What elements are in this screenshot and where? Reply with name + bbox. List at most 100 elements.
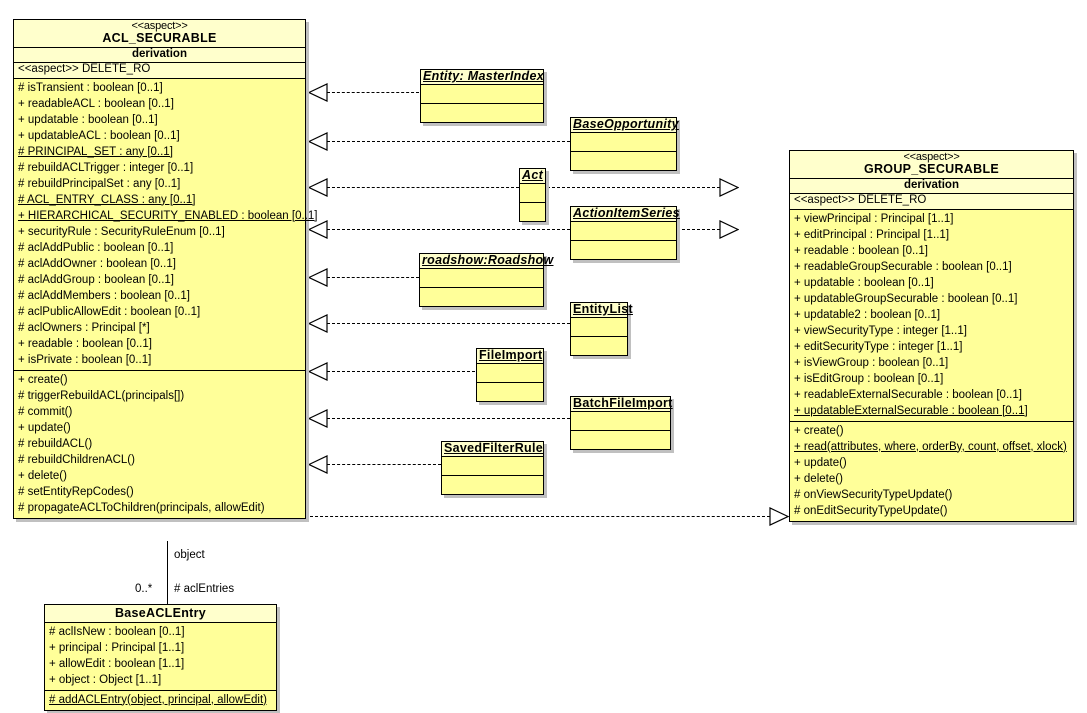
realization-line-act-left [327,187,519,188]
attribute-row: + isEditGroup : boolean [0..1] [794,372,944,385]
attribute-row: # ACL_ENTRY_CLASS : any [0..1] [18,193,196,206]
operations-compartment [520,201,545,221]
attribute-row: # aclPublicAllowEdit : boolean [0..1] [18,305,201,318]
attribute-row: # isTransient : boolean [0..1] [18,81,163,94]
class-batchfileimport[interactable]: BatchFileImport [570,396,672,450]
class-subline-delete-ro: <<aspect>> DELETE_RO [790,194,1073,210]
attributes-compartment-group-securable: + viewPrincipal : Principal [1..1] + edi… [790,209,1073,421]
realization-arrowhead-entity-masterindex [308,83,328,102]
association-role-aclentries: # aclEntries [174,583,235,595]
attributes-compartment [421,84,543,103]
operation-row: # onViewSecurityTypeUpdate() [794,488,953,501]
attribute-row: + isViewGroup : boolean [0..1] [794,356,949,369]
attribute-row: # aclAddGroup : boolean [0..1] [18,273,174,286]
class-subhead-derivation: derivation [14,47,305,63]
class-header-entity-masterindex: Entity: MasterIndex [421,69,545,85]
realization-arrowhead-savedfilterrule [308,455,328,474]
class-fileimport[interactable]: FileImport [476,348,544,402]
attribute-row: + readable : boolean [0..1] [794,244,928,257]
attribute-row: + readableGroupSecurable : boolean [0..1… [794,260,1012,273]
attributes-compartment [571,221,676,240]
class-base-acl-entry[interactable]: BaseACLEntry # aclIsNew : boolean [0..1]… [44,604,277,711]
attribute-row: + viewSecurityType : integer [1..1] [794,324,967,337]
class-title: ActionItemSeries [573,206,680,220]
class-header-fileimport: FileImport [477,349,543,364]
realization-line-fileimport [327,371,475,372]
attribute-row: # aclAddPublic : boolean [0..1] [18,241,174,254]
attribute-row: + updatableExternalSecurable : boolean [… [794,404,1028,417]
realization-arrowhead-baseopportunity [308,132,328,151]
operations-compartment-acl-securable: + create() # triggerRebuildACL(principal… [14,369,305,518]
operation-row: + create() [18,373,68,386]
class-header-base-acl-entry: BaseACLEntry [45,605,276,623]
class-entitylist[interactable]: EntityList [570,302,633,356]
attribute-row: + viewPrincipal : Principal [1..1] [794,212,954,225]
association-line-acl-to-aclentry [167,541,168,606]
attributes-compartment [571,132,676,151]
realization-line-act-right [547,187,720,188]
realization-arrowhead-group-actionitemseries [719,220,739,239]
operations-compartment-base-acl-entry: # addACLEntry(object, principal, allowEd… [45,689,276,710]
realization-arrowhead-actionitemseries [308,220,328,239]
class-title: GROUP_SECURABLE [863,162,1000,176]
operations-compartment [571,150,676,170]
attributes-compartment [571,411,670,430]
class-actionitemseries[interactable]: ActionItemSeries [570,206,680,260]
attribute-row: # rebuildACLTrigger : integer [0..1] [18,161,194,174]
realization-line-savedfilterrule [327,464,441,465]
operation-row: + create() [794,424,844,437]
operations-compartment [420,286,543,306]
class-baseopportunity[interactable]: BaseOpportunity [570,117,679,171]
class-title: BaseOpportunity [573,117,679,131]
attribute-row: + readableACL : boolean [0..1] [18,97,174,110]
class-acl-securable[interactable]: <<aspect>> ACL_SECURABLE derivation <<as… [13,19,317,519]
attributes-compartment [571,317,627,336]
class-header-group-securable: <<aspect>> GROUP_SECURABLE [790,151,1073,179]
class-title: Entity: MasterIndex [423,69,545,83]
realization-arrowhead-batchfileimport [308,409,328,428]
attribute-row: # aclIsNew : boolean [0..1] [49,625,185,638]
operation-row: + delete() [18,469,67,482]
operations-compartment [571,335,627,355]
class-savedfilterrule[interactable]: SavedFilterRule [441,441,544,495]
attribute-row: + principal : Principal [1..1] [49,641,185,654]
operations-compartment-group-securable: + create() + read(attributes, where, ord… [790,420,1073,521]
operation-row: + delete() [794,472,843,485]
class-title: FileImport [479,348,543,362]
class-title: Act [522,168,544,182]
realization-arrowhead-group-act [719,178,739,197]
attributes-compartment-acl-securable: # isTransient : boolean [0..1] + readabl… [14,78,317,370]
class-header-baseopportunity: BaseOpportunity [571,117,679,133]
attribute-row: # aclOwners : Principal [*] [18,321,150,334]
attribute-row: + updatableACL : boolean [0..1] [18,129,180,142]
attribute-row: + editSecurityType : integer [1..1] [794,340,963,353]
attribute-row: + isPrivate : boolean [0..1] [18,353,152,366]
dependency-line-acl-to-group [310,516,770,517]
operation-row: + update() [794,456,847,469]
operation-row: # rebuildACL() [18,437,93,450]
operations-compartment [421,102,543,122]
realization-line-actionitemseries-left [327,229,570,230]
attribute-row: # aclAddOwner : boolean [0..1] [18,257,176,270]
class-roadshow[interactable]: roadshow:Roadshow [419,253,553,307]
operation-row: # onEditSecurityTypeUpdate() [794,504,948,517]
class-group-securable[interactable]: <<aspect>> GROUP_SECURABLE derivation <<… [789,150,1074,522]
class-entity-masterindex[interactable]: Entity: MasterIndex [420,69,544,123]
class-header-act: Act [520,169,545,184]
class-title: SavedFilterRule [444,441,543,455]
attribute-row: + securityRule : SecurityRuleEnum [0..1] [18,225,225,238]
attribute-row: # aclAddMembers : boolean [0..1] [18,289,190,302]
realization-line-roadshow [327,277,419,278]
attribute-row: + allowEdit : boolean [1..1] [49,657,185,670]
operation-row: # setEntityRepCodes() [18,485,134,498]
attribute-row: + updatable2 : boolean [0..1] [794,308,941,321]
attribute-row: # PRINCIPAL_SET : any [0..1] [18,145,173,158]
attribute-row: + readableExternalSecurable : boolean [0… [794,388,1022,401]
class-act[interactable]: Act [519,168,546,222]
realization-line-baseopportunity [327,141,570,142]
class-header-batchfileimport: BatchFileImport [571,397,672,412]
class-subline-delete-ro: <<aspect>> DELETE_RO [14,63,305,79]
class-title: ACL_SECURABLE [102,31,217,45]
class-header-entitylist: EntityList [571,303,633,318]
